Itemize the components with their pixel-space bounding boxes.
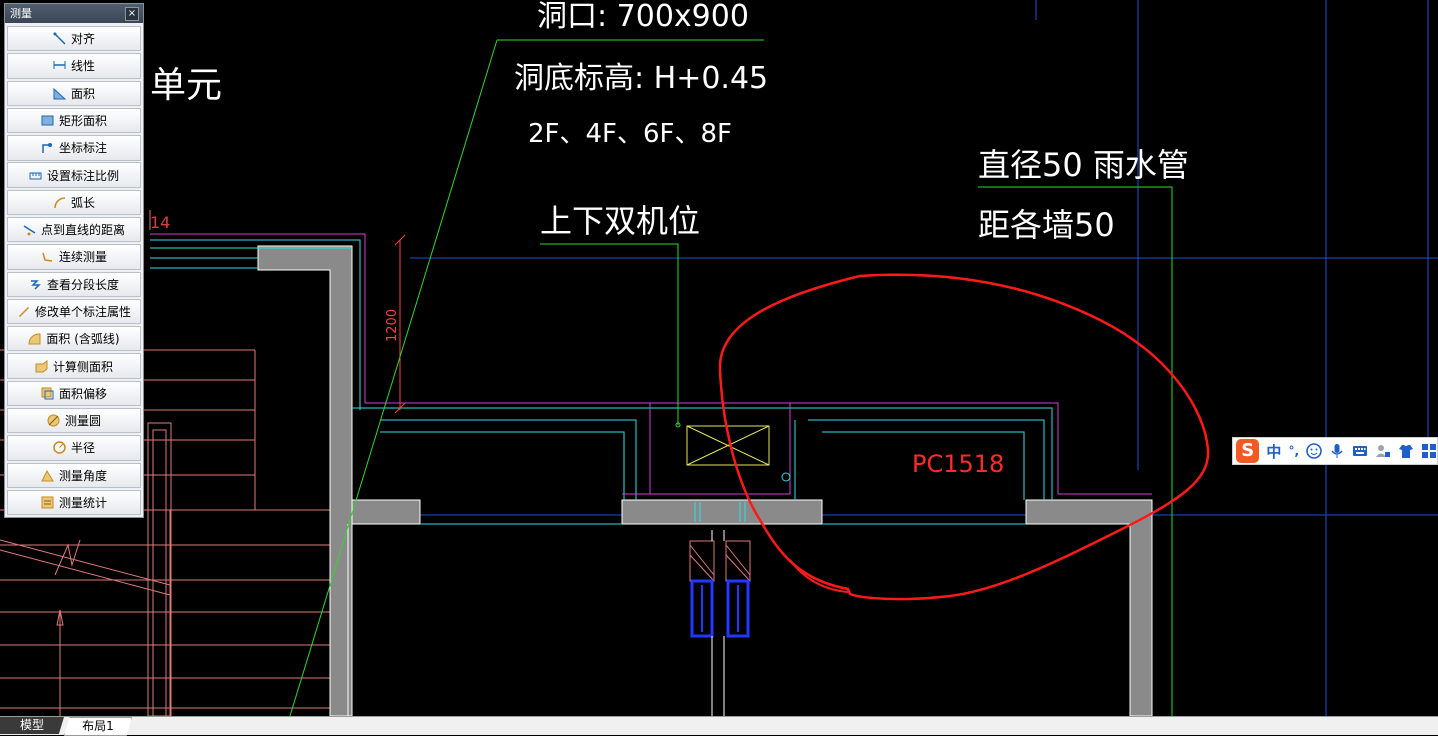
measure-item-label: 修改单个标注属性 [34,305,131,319]
ime-chinese-mode[interactable]: 中 [1266,442,1282,461]
palette-titlebar[interactable]: 测量 × [5,4,143,23]
pipe-diameter-text: 直径50 雨水管 [978,146,1189,184]
palette-close-button[interactable]: × [125,7,139,21]
measure-arc-area-button[interactable]: 面积 (含弧线) [7,326,141,352]
dimension-text: 1200 [385,309,400,342]
measure-rect-area-button[interactable]: 矩形面积 [7,107,141,134]
measure-item-label: 面积偏移 [58,386,107,401]
emoji-icon[interactable] [1306,443,1322,459]
skin-shirt-icon[interactable] [1398,443,1414,459]
unit-label: 单元 [150,65,222,106]
edit-dimension-icon [17,305,30,318]
arc-length-icon [53,196,66,209]
window-code-text: PC1518 [912,450,1004,478]
leader-lines [289,39,1173,716]
sogou-logo-icon[interactable]: S [1236,439,1260,463]
measure-item-label: 查看分段长度 [46,277,119,292]
magenta-outline [150,233,1152,495]
ac-unit-symbol [686,425,770,466]
sill-height-text: 洞底标高: H+0.45 [514,61,768,96]
arc-area-icon [28,332,41,345]
annotations: 洞口: 700x900 洞底标高: H+0.45 2F、4F、6F、8F 单元 … [150,0,1189,244]
statistics-icon [41,496,54,509]
opening-size-text: 洞口: 700x900 [537,0,749,34]
measure-area-offset-button[interactable]: 面积偏移 [7,380,141,407]
measure-segment-length-button[interactable]: 查看分段长度 [7,271,141,297]
measure-item-label: 测量角度 [58,468,107,483]
measure-item-label: 弧长 [70,195,95,210]
cyan-outline [150,239,1053,525]
walls [257,245,1153,716]
measure-scale-button[interactable]: 设置标注比例 [7,162,141,188]
measure-item-label: 点到直线的距离 [40,223,125,238]
axis-number-label: 14 [150,213,170,232]
toolbox-grid-icon[interactable] [1421,443,1437,459]
measure-radius-button[interactable]: 半径 [7,435,141,461]
measure-item-label: 对齐 [70,32,95,47]
side-area-icon [35,359,48,373]
measure-item-label: 测量统计 [58,495,107,510]
palette-items: 对齐 线性 面积 矩形面积 坐标标注 设置标注比例 弧长 点到直线的距离 [5,23,143,516]
measure-edit-dimension-button[interactable]: 修改单个标注属性 [7,298,141,325]
measure-continuous-button[interactable]: 连续测量 [7,244,141,270]
measure-item-label: 矩形面积 [58,114,107,129]
measure-item-label: 计算侧面积 [52,359,113,374]
measure-circle-button[interactable]: 测量圆 [7,407,141,434]
measure-circle-icon [47,414,60,427]
measure-arc-length-button[interactable]: 弧长 [7,189,141,216]
angle-icon [41,469,54,482]
point-line-distance-icon [23,223,36,236]
floors-text: 2F、4F、6F、8F [528,119,732,149]
coordinate-icon [41,141,54,154]
axis-grid [410,0,1438,716]
wall-distance-text: 距各墙50 [978,206,1115,244]
linear-dimension-icon [53,59,66,72]
measure-item-label: 坐标标注 [58,141,107,156]
tab-model[interactable]: 模型 [0,717,64,734]
measure-item-label: 半径 [70,441,95,456]
measure-coordinate-button[interactable]: 坐标标注 [7,135,141,161]
microphone-icon[interactable] [1329,443,1345,459]
ac-position-text: 上下双机位 [540,202,700,240]
cad-drawing-canvas[interactable]: 14 1200 [0,0,1438,716]
measure-align-button[interactable]: 对齐 [7,26,141,52]
dimension-1200 [394,234,406,414]
measure-item-label: 连续测量 [58,250,107,265]
continuous-measure-icon [41,250,54,263]
measure-item-label: 面积 (含弧线) [46,332,120,347]
segment-length-icon [29,278,42,291]
measure-item-label: 面积 [70,86,95,101]
tab-layout1[interactable]: 布局1 [64,717,132,736]
measure-palette[interactable]: 测量 × 对齐 线性 面积 矩形面积 坐标标注 设置标注比例 弧长 [4,3,144,518]
user-settings-icon[interactable] [1375,443,1391,459]
keyboard-icon[interactable] [1352,443,1368,459]
measure-angle-button[interactable]: 测量角度 [7,462,141,488]
palette-title: 测量 [10,7,32,20]
measure-item-label: 设置标注比例 [46,168,119,183]
measure-point-line-button[interactable]: 点到直线的距离 [7,216,141,243]
rect-area-icon [41,114,54,127]
measure-statistics-button[interactable]: 测量统计 [7,489,141,516]
layout-tab-bar: 模型 布局1 [0,716,1438,736]
ime-toolbar[interactable]: S 中 °, [1232,437,1438,465]
door-hardware [689,502,751,716]
ime-punctuation-mode[interactable]: °, [1288,444,1299,458]
area-icon [53,87,66,100]
measure-side-area-button[interactable]: 计算侧面积 [7,353,141,379]
align-dimension-icon [53,32,66,45]
measure-item-label: 线性 [70,59,95,74]
area-offset-icon [41,387,54,400]
rain-pipe-symbol [781,472,791,482]
radius-icon [53,441,66,455]
measure-item-label: 测量圆 [64,414,101,429]
scale-icon [29,169,42,182]
measure-area-button[interactable]: 面积 [7,80,141,106]
red-markup-circle [718,273,1210,601]
measure-linear-button[interactable]: 线性 [7,53,141,79]
